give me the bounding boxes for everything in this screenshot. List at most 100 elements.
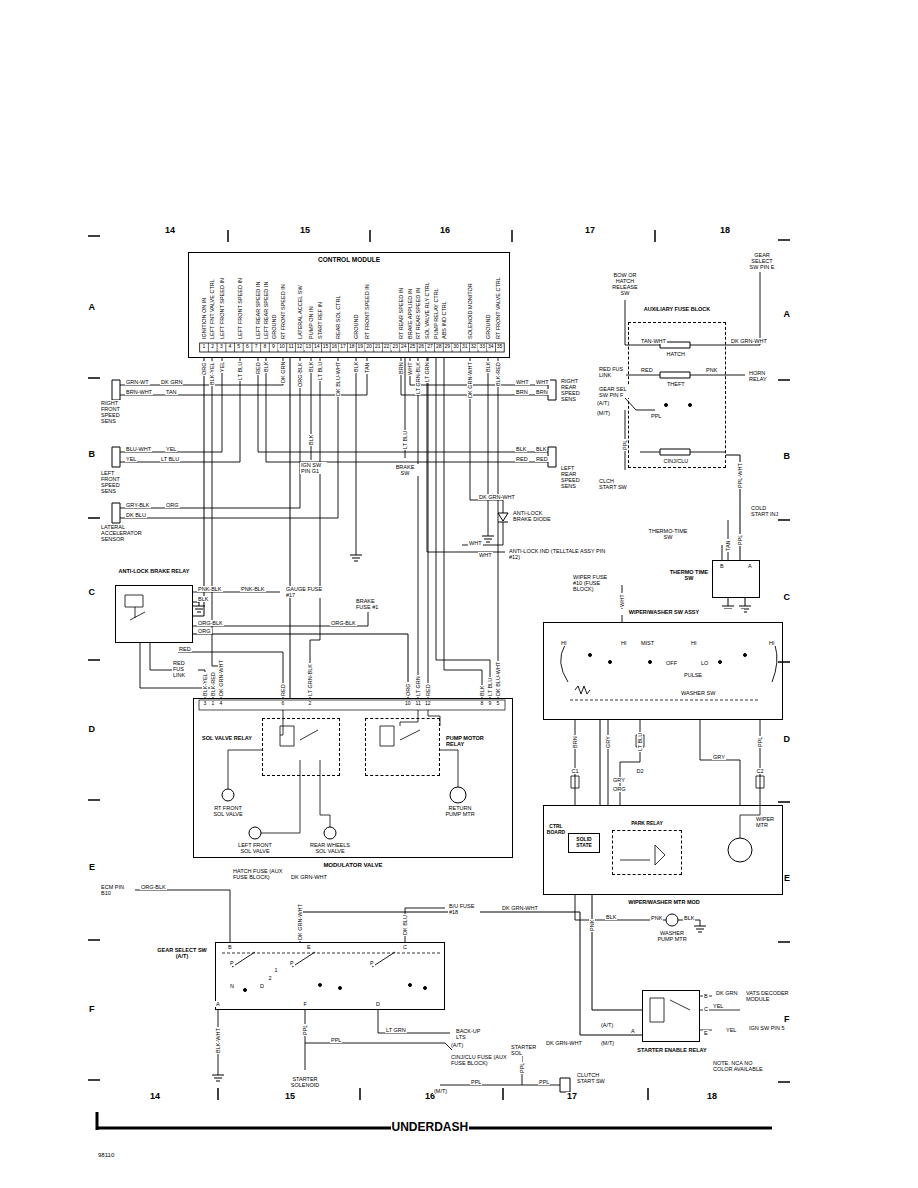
wire-label: NOTE: NCA NO COLOR AVAILABLE	[712, 1060, 770, 1072]
component-box: PUMP MOTOR RELAY	[365, 718, 440, 776]
wire-label: 2	[308, 701, 313, 707]
wire-connector	[193, 358, 204, 616]
wire-label: PPL	[302, 1024, 308, 1036]
wire-label: C1	[571, 768, 580, 774]
wire-label: GEAR SELECT SW PIN E	[746, 252, 778, 270]
wire-label: DK BLU-WHT	[495, 661, 501, 697]
wire-label: RT FRONT VALVE CTRL	[495, 276, 501, 340]
wire-label: GROUND	[485, 314, 491, 340]
wire-connector	[592, 895, 642, 1010]
wire-label: ORG	[197, 628, 212, 634]
wire-label: TAN	[725, 539, 731, 552]
switch-contact	[609, 661, 612, 664]
wire-label: TAN-WHT	[640, 338, 667, 344]
fuse-terminal	[665, 404, 668, 407]
wire-label: HI	[690, 640, 698, 646]
wire-label: 9	[488, 701, 493, 707]
wire-label: 6	[245, 344, 250, 350]
wire-label: VATS DECODER MODULE	[745, 990, 793, 1002]
wire-label: E	[703, 1030, 709, 1036]
wire-label: ORG	[165, 502, 180, 508]
wire-label: ORG	[201, 361, 207, 376]
component-box: WIPER/WASHER SW ASSY	[543, 622, 783, 720]
wire-label: LEFT FNT VALVE CTRL	[209, 278, 215, 340]
wire-label: RED FUS LINK	[598, 366, 626, 378]
switch-contact	[319, 984, 322, 987]
wire-label: 8	[262, 344, 267, 350]
wire-label: GRY	[605, 735, 611, 749]
wire-label: RED	[178, 646, 192, 652]
wire-label: B	[703, 993, 709, 999]
wire-label: BRN	[572, 735, 578, 749]
wire-label: D	[783, 735, 792, 745]
wire-label: F	[303, 1001, 308, 1007]
wire-label: PPL	[470, 1079, 482, 1085]
wire-label: 5	[236, 344, 241, 350]
wire-label: LEFT FRONT SPEED IN	[219, 277, 225, 340]
wire-label: RED	[535, 456, 549, 462]
wire-label: REAR SOL CTRL	[335, 294, 341, 340]
wire-label: BLK	[263, 361, 269, 373]
component-box: PARK RELAY	[612, 830, 682, 875]
wire-label: LEFT REAR SPEED IN	[255, 281, 261, 340]
wire-label: 17	[584, 226, 596, 236]
wire-label: CINJ/CLU	[663, 458, 690, 464]
wire-label: RIGHT REAR SPEED SENS	[560, 378, 592, 402]
wire-label: 8	[480, 701, 485, 707]
wire-label: ORG-BLK	[297, 361, 303, 388]
wire-label: C	[783, 593, 792, 603]
wire-label: DK BLU	[125, 512, 147, 518]
wire-label: 18	[706, 1092, 718, 1102]
wire-label: THEFT	[666, 381, 686, 387]
wire-label: PNK	[589, 918, 595, 931]
switch-contact	[589, 654, 592, 657]
wire-label: 21	[374, 344, 382, 350]
component-label: SOL VALVE RELAY	[199, 735, 255, 741]
wire-label: ORG-BLK	[197, 620, 224, 626]
wire-label: CLUTCH START SW	[576, 1072, 608, 1084]
wire-label: 15	[284, 1092, 296, 1102]
wire-label: P	[289, 960, 295, 966]
valve-symbol	[324, 827, 336, 839]
wiper-wires	[575, 720, 760, 805]
wire-label: 29	[444, 344, 452, 350]
ground-symbols	[193, 536, 751, 1081]
wire-label: 11	[415, 701, 422, 707]
wire-connector	[300, 912, 642, 1035]
wire-label: BLK	[605, 914, 617, 920]
wire-label: LEFT FRONT SOL VALVE	[234, 842, 276, 854]
component-box: ANTI-LOCK BRAKE RELAY	[115, 585, 193, 643]
wire-label: RT REAR SPEED IN	[398, 287, 404, 340]
wire-label: OFF	[665, 660, 678, 666]
wire-label: P	[369, 960, 375, 966]
switch-contact	[424, 987, 427, 990]
wire-label: PNK	[650, 915, 663, 921]
wire-label: REAR WHEELS SOL VALVE	[307, 842, 353, 854]
wire-label: 12	[424, 701, 432, 707]
wire-label: (M/T)	[600, 1040, 615, 1046]
wire-label: RIGHT FRONT SPEED SENS	[100, 400, 134, 424]
wire-label: RT FRONT SPEED IN	[280, 283, 286, 340]
wire-label: ANTI-LOCK IND (TELLTALE ASSY PIN #12)	[508, 548, 610, 560]
wire-label: PUMP ON IN	[308, 305, 314, 340]
wire-label: HI	[768, 640, 776, 646]
wire-label: A	[88, 303, 97, 313]
wire-label: DK GRN-WHT	[297, 903, 303, 941]
wire-label: 31	[461, 344, 469, 350]
wire-label: DK GRN	[280, 361, 286, 384]
wire-label: RT REAR SPEED IN	[415, 287, 421, 340]
wire-label: RED	[640, 367, 654, 373]
wire-label: WHT	[468, 540, 483, 546]
motor-internals	[620, 805, 760, 865]
wire-label: GAUGE FUSE #17	[285, 586, 327, 598]
diode-symbol	[498, 513, 508, 522]
wire-label: RT FRONT SOL VALVE	[207, 805, 249, 817]
wire-label: DK GRN-WHT	[545, 1040, 583, 1046]
wire-label: YEL	[725, 1027, 737, 1033]
wire-label: 4	[219, 701, 224, 707]
wire-label: RED	[515, 456, 529, 462]
wire-label: HORN RELAY	[748, 370, 778, 382]
wire-label: 20	[365, 344, 373, 350]
wire-label: PPL	[330, 1037, 342, 1043]
